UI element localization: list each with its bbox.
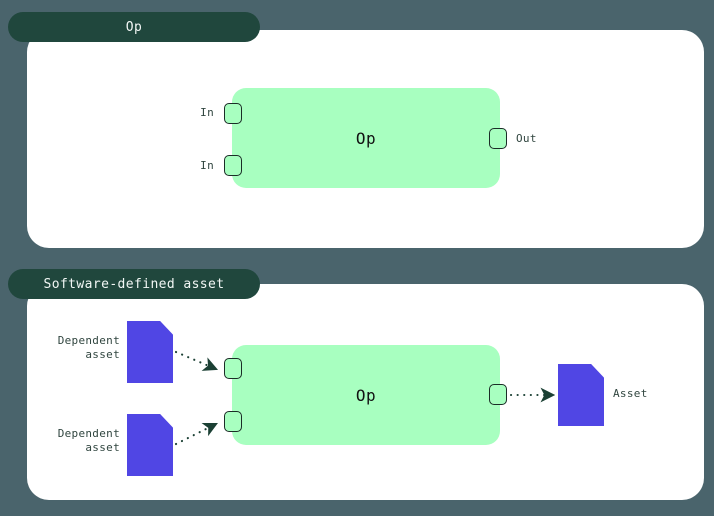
dependent-asset-label-1: Dependent asset [20,334,120,362]
panel-tab-op[interactable]: Op [8,12,260,42]
op-bottom-input-port-1[interactable] [224,358,242,379]
op-node-bottom-label: Op [355,385,377,405]
panel-tab-software-defined-asset[interactable]: Software-defined asset [8,269,260,299]
op-top-input-port-1-label: In [200,106,214,119]
op-node-bottom[interactable]: Op [232,345,500,445]
op-top-output-port-1-label: Out [516,132,537,145]
dependent-asset-label-1-line1: Dependent [57,334,120,347]
dependent-asset-document-icon-2[interactable] [127,414,173,476]
dependent-asset-label-2: Dependent asset [20,427,120,455]
op-node-top[interactable]: Op [232,88,500,188]
asset-document-icon[interactable] [558,364,604,426]
panel-tab-op-label: Op [125,19,143,35]
op-top-input-port-1[interactable] [224,103,242,124]
op-top-input-port-2[interactable] [224,155,242,176]
op-node-top-label: Op [355,128,377,148]
dependent-asset-label-1-line2: asset [85,348,120,361]
op-bottom-input-port-2[interactable] [224,411,242,432]
op-top-output-port-1[interactable] [489,128,507,149]
dependent-asset-label-2-line2: asset [85,441,120,454]
dependent-asset-label-2-line1: Dependent [57,427,120,440]
op-top-input-port-2-label: In [200,159,214,172]
dependent-asset-document-icon-1[interactable] [127,321,173,383]
op-bottom-output-port-1[interactable] [489,384,507,405]
asset-label-line1: Asset [613,387,648,400]
panel-tab-software-defined-asset-label: Software-defined asset [43,276,225,292]
asset-label: Asset [613,387,648,401]
